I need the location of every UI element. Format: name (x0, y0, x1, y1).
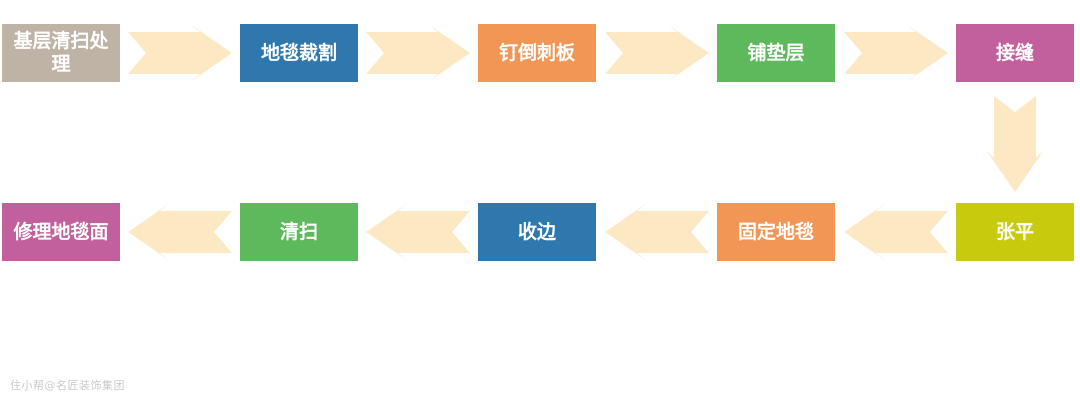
step-underlay: 铺垫层 (717, 24, 835, 82)
arrow-right-icon (844, 24, 948, 82)
step-label: 接缝 (995, 41, 1034, 64)
arrow-left-icon (844, 203, 948, 261)
step-label: 钉倒刺板 (498, 41, 575, 64)
arrow-left-icon (128, 203, 232, 261)
step-label: 铺垫层 (747, 41, 805, 64)
step-label: 固定地毯 (737, 220, 814, 243)
watermark: 住小帮@名匠装饰集团 (10, 379, 125, 392)
step-label: 修理地毯面 (13, 220, 109, 243)
step-label: 收边 (517, 220, 556, 243)
step-base-cleaning: 基层清扫处理 (2, 24, 120, 82)
step-label: 清扫 (279, 220, 318, 243)
step-label: 基层清扫处理 (13, 30, 109, 75)
step-trim-carpet-surface: 修理地毯面 (2, 203, 120, 261)
step-stretching: 张平 (956, 203, 1074, 261)
arrow-right-icon (366, 24, 470, 82)
arrow-right-icon (128, 24, 232, 82)
step-fixing-carpet: 固定地毯 (717, 203, 835, 261)
step-seaming: 接缝 (956, 24, 1074, 82)
arrow-left-icon (366, 203, 470, 261)
step-label: 地毯裁割 (260, 41, 337, 64)
step-tack-strip: 钉倒刺板 (478, 24, 596, 82)
arrow-down-icon (986, 96, 1044, 192)
arrow-right-icon (605, 24, 709, 82)
step-cleaning: 清扫 (240, 203, 358, 261)
step-label: 张平 (995, 220, 1034, 243)
step-edging: 收边 (478, 203, 596, 261)
step-carpet-cutting: 地毯裁割 (240, 24, 358, 82)
arrow-left-icon (605, 203, 709, 261)
